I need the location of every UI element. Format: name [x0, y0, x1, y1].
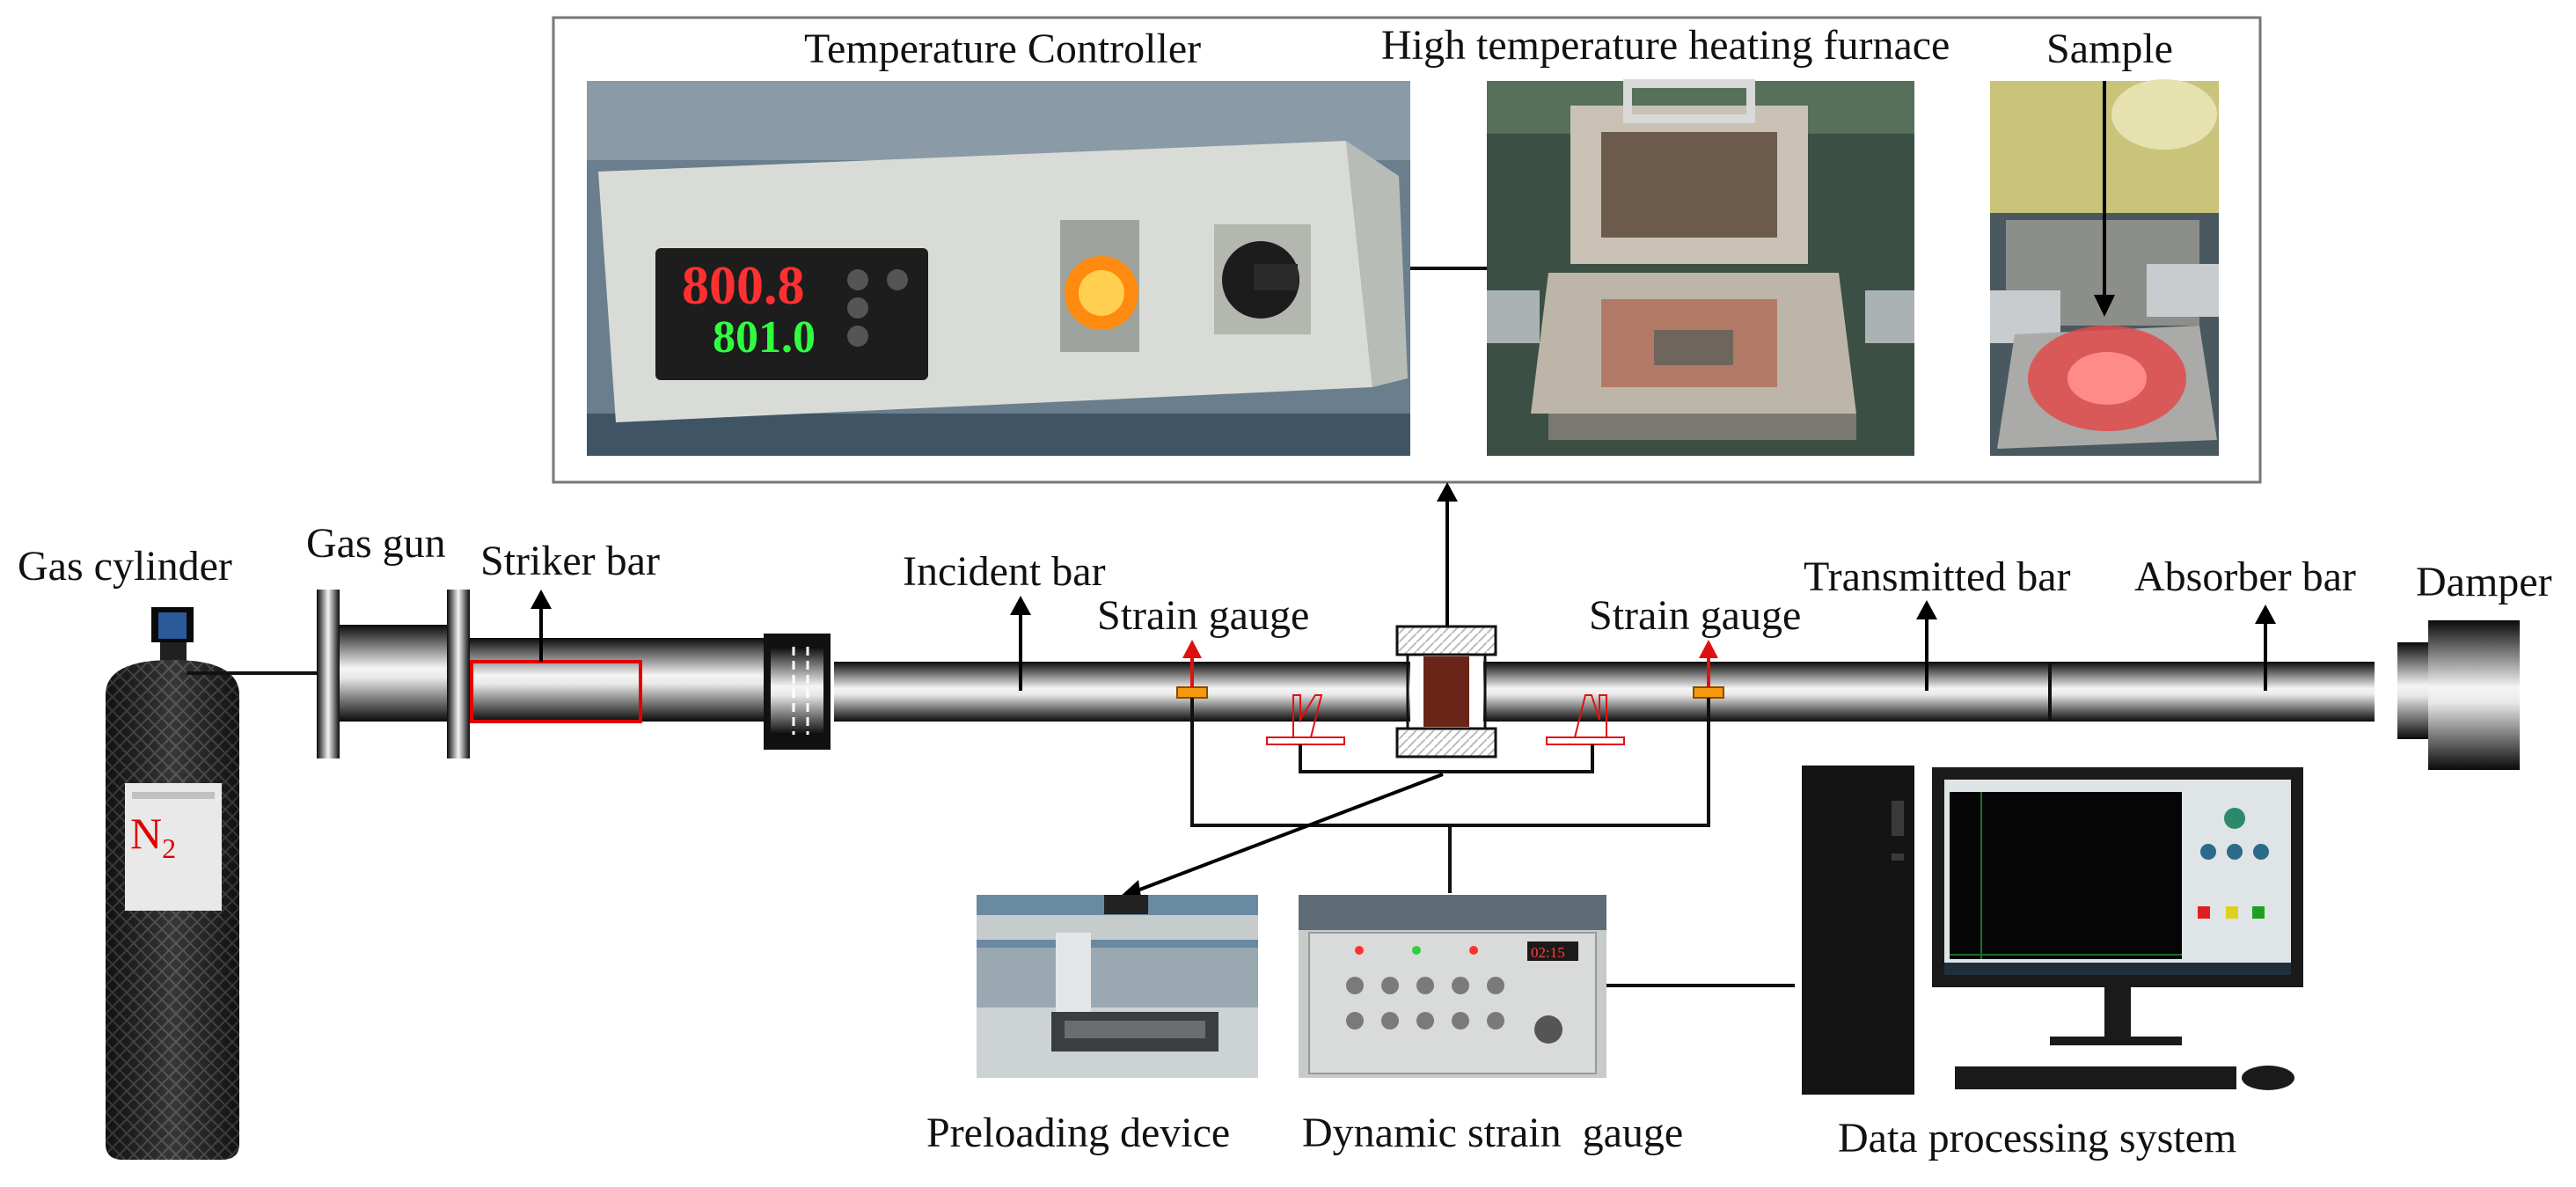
- preload-pointer: [1130, 773, 1444, 895]
- preloading-device-label: Preloading device: [926, 1110, 1231, 1156]
- furnace-photo: [1487, 79, 1914, 456]
- striker-bar-outline: [470, 660, 642, 723]
- gas-gun: [317, 590, 765, 758]
- preloading-device-photo: [977, 895, 1258, 1078]
- absorber-bar-label: Absorber bar: [2134, 553, 2356, 600]
- mouse: [2242, 1066, 2294, 1090]
- striker-bar-label: Striker bar: [480, 538, 660, 584]
- dynamic-strain-gauge-label: Dynamic strain gauge: [1302, 1110, 1684, 1156]
- strain-gauge-right-label: Strain gauge: [1589, 592, 1802, 639]
- incident-bar: [834, 662, 1410, 722]
- transmitted-bar: [1483, 662, 2375, 722]
- keyboard: [1955, 1066, 2236, 1089]
- transmitted-bar-arrow: [1916, 600, 1937, 619]
- data-processing-label: Data processing system: [1838, 1115, 2237, 1161]
- dynamic-strain-gauge-photo: 02:15: [1299, 895, 1606, 1078]
- sample-label: Sample: [2046, 26, 2173, 72]
- temperature-controller-label: Temperature Controller: [804, 26, 1202, 72]
- incident-bar-arrow: [1010, 596, 1031, 615]
- strain-gauge-left-label: Strain gauge: [1097, 592, 1310, 639]
- cylinder-gas-label: N2: [130, 809, 177, 864]
- gas-gun-label: Gas gun: [306, 520, 446, 567]
- strain-gauge-left: [1176, 686, 1208, 699]
- preload-clamp-right: [1546, 694, 1625, 745]
- bar-coupling: [764, 634, 831, 750]
- absorber-bar-arrow: [2255, 604, 2276, 624]
- wiring: [1190, 698, 1795, 987]
- preload-clamp-left: [1266, 694, 1345, 745]
- specimen: [1423, 656, 1469, 727]
- striker-bar-arrow: [531, 590, 552, 609]
- gas-cylinder-label: Gas cylinder: [18, 543, 232, 590]
- svg-text:02:15: 02:15: [1531, 944, 1565, 961]
- specimen-furnace-section: [1395, 625, 1497, 758]
- furnace-label: High temperature heating furnace: [1381, 22, 1950, 69]
- temperature-controller-photo: 800.8 801.0: [587, 81, 1410, 456]
- svg-text:801.0: 801.0: [713, 312, 816, 363]
- strain-gauge-right-arrow: [1699, 640, 1718, 658]
- damper: [2397, 620, 2520, 770]
- damper-label: Damper: [2416, 559, 2552, 605]
- incident-bar-label: Incident bar: [903, 548, 1106, 595]
- strain-gauge-left-arrow: [1182, 640, 1202, 658]
- transmitted-bar-label: Transmitted bar: [1804, 553, 2071, 600]
- data-processing-system: [1802, 766, 2303, 1095]
- strain-gauge-right: [1693, 686, 1724, 699]
- svg-text:800.8: 800.8: [682, 256, 805, 316]
- gas-cylinder: [106, 607, 239, 1160]
